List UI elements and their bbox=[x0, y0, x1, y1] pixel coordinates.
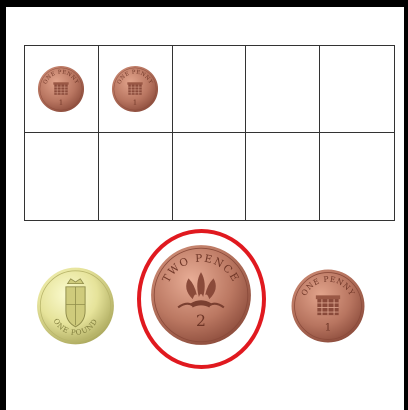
two-pence-coin[interactable]: TWO PENCE 2 bbox=[149, 242, 253, 348]
ten-frame-cell[interactable] bbox=[173, 46, 247, 133]
ten-frame-cell[interactable] bbox=[320, 133, 394, 220]
svg-text:2: 2 bbox=[196, 312, 206, 330]
ten-frame-cell[interactable] bbox=[246, 133, 320, 220]
one-penny-coin[interactable]: ONE PENNY 1 bbox=[37, 65, 85, 113]
ten-frame-cell[interactable] bbox=[246, 46, 320, 133]
ten-frame-cell[interactable] bbox=[173, 133, 247, 220]
frame-left-border bbox=[0, 0, 6, 410]
frame-top-border bbox=[0, 0, 408, 7]
one-penny-icon: ONE PENNY 1 bbox=[37, 65, 85, 113]
ten-frame-cell[interactable] bbox=[25, 133, 99, 220]
svg-text:1: 1 bbox=[133, 98, 137, 106]
svg-text:1: 1 bbox=[59, 98, 63, 106]
one-penny-coin[interactable]: ONE PENNY 1 bbox=[290, 268, 366, 344]
ten-frame-cell[interactable]: ONE PENNY 1 bbox=[99, 46, 173, 133]
svg-text:1: 1 bbox=[325, 320, 332, 333]
two-pence-icon: TWO PENCE 2 bbox=[149, 242, 253, 348]
one-penny-icon: ONE PENNY 1 bbox=[111, 65, 159, 113]
ten-frame-cell[interactable]: ONE PENNY 1 bbox=[25, 46, 99, 133]
one-penny-icon: ONE PENNY 1 bbox=[290, 268, 366, 344]
ten-frame-cell[interactable] bbox=[99, 133, 173, 220]
one-pound-icon: ONE POUND bbox=[35, 266, 116, 346]
one-penny-coin[interactable]: ONE PENNY 1 bbox=[111, 65, 159, 113]
one-pound-coin[interactable]: ONE POUND bbox=[35, 266, 116, 346]
ten-frame-cell[interactable] bbox=[320, 46, 394, 133]
frame-right-border bbox=[404, 0, 408, 410]
ten-frame-grid: ONE PENNY 1 bbox=[24, 45, 395, 221]
